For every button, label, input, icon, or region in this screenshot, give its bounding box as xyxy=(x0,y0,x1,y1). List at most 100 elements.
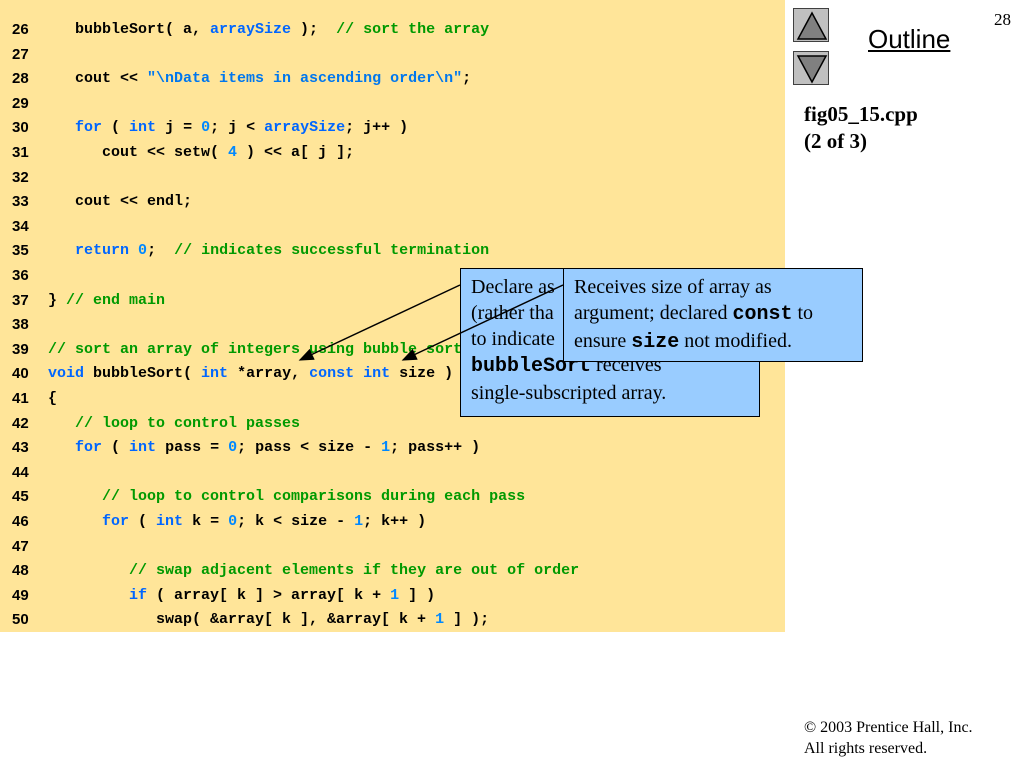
code-token: ; j < xyxy=(210,119,265,137)
code-token: 0 xyxy=(138,242,148,260)
code-token: arraySize xyxy=(264,119,346,137)
code-token: int xyxy=(201,365,229,383)
file-part: (2 of 3) xyxy=(804,129,867,153)
line-number: 48 xyxy=(12,562,29,580)
outline-link[interactable]: Outline xyxy=(868,24,951,54)
line-number: 35 xyxy=(12,242,29,260)
line-number: 40 xyxy=(12,365,29,383)
line-number: 36 xyxy=(12,267,29,284)
code-token: ( xyxy=(129,513,157,530)
code-text: // swap adjacent elements if they are ou… xyxy=(48,559,579,584)
copyright: © 2003 Prentice Hall, Inc. All rights re… xyxy=(804,717,973,759)
arrow-to-array-param xyxy=(298,284,461,361)
code-token: for xyxy=(75,439,103,457)
line-number: 41 xyxy=(12,390,29,407)
code-token: cout << xyxy=(48,70,148,88)
callout-code: const xyxy=(732,303,793,326)
code-line: 27 xyxy=(0,43,785,68)
line-number: 39 xyxy=(12,340,29,358)
code-token: } xyxy=(48,291,67,309)
code-token: bubbleSort( a, xyxy=(48,21,211,38)
code-token: k = xyxy=(183,513,229,530)
callout-const-size: Receives size of array as argument; decl… xyxy=(563,268,863,362)
line-number: 42 xyxy=(12,414,29,432)
code-text: return 0; // indicates successful termin… xyxy=(48,239,489,264)
code-token: int xyxy=(156,513,184,530)
code-token: ) << a[ j ]; xyxy=(237,144,355,161)
code-token: // end main xyxy=(66,291,166,309)
line-number: 30 xyxy=(12,119,29,137)
code-token: ; pass++ ) xyxy=(390,439,481,457)
code-token: ; pass < size - xyxy=(237,439,382,457)
code-line: 47 xyxy=(0,535,785,560)
code-token: size ) xyxy=(390,365,454,383)
line-number: 44 xyxy=(12,463,29,481)
line-number: 46 xyxy=(12,513,29,530)
code-line: 49 if ( array[ k ] > array[ k + 1 ] ) xyxy=(0,584,785,609)
code-line: 44 xyxy=(0,461,785,486)
line-number: 43 xyxy=(12,439,29,457)
code-token: 1 xyxy=(354,513,364,530)
code-line: 48 // swap adjacent elements if they are… xyxy=(0,559,785,584)
code-token: 0 xyxy=(201,119,211,137)
code-token: int xyxy=(363,365,391,383)
page-number: 28 xyxy=(994,10,1011,29)
line-number: 50 xyxy=(12,611,29,629)
callout-line: to indicate xyxy=(471,328,555,350)
code-text: cout << setw( 4 ) << a[ j ]; xyxy=(48,141,354,166)
code-token: ; k++ ) xyxy=(363,513,427,530)
code-text: for ( int j = 0; j < arraySize; j++ ) xyxy=(48,116,408,141)
line-number: 29 xyxy=(12,94,29,112)
line-number: 32 xyxy=(12,168,29,186)
code-token: 1 xyxy=(390,586,400,604)
code-token: // swap adjacent elements if they are ou… xyxy=(129,562,580,580)
callout-code: bubbleSort xyxy=(471,355,592,378)
code-token: arraySize xyxy=(210,21,292,38)
code-line: 28 cout << "\nData items in ascending or… xyxy=(0,67,785,92)
code-token: j = xyxy=(156,119,202,137)
code-token: int xyxy=(129,119,157,137)
callout-line: single-subscripted array. xyxy=(471,382,667,404)
line-number: 34 xyxy=(12,217,29,235)
code-text: { xyxy=(48,387,57,412)
line-number: 28 xyxy=(12,70,29,88)
line-number: 37 xyxy=(12,291,29,309)
code-token: ); xyxy=(291,21,337,38)
code-token: swap( &array[ k ], &array[ k + xyxy=(48,611,436,629)
code-line: 46 for ( int k = 0; k < size - 1; k++ ) xyxy=(0,510,785,535)
code-token: 1 xyxy=(381,439,391,457)
code-token: return xyxy=(75,242,130,260)
code-token: 0 xyxy=(228,513,238,530)
code-token: bubbleSort( xyxy=(84,365,202,383)
line-number: 49 xyxy=(12,586,29,604)
code-text: cout << endl; xyxy=(48,190,192,215)
callout-text: not modified. xyxy=(679,330,792,352)
code-token: pass = xyxy=(156,439,229,457)
copyright-line: All rights reserved. xyxy=(804,740,928,757)
code-token: // indicates successful termination xyxy=(174,242,490,260)
code-line: 38 xyxy=(0,313,785,338)
code-text: // loop to control comparisons during ea… xyxy=(48,485,525,510)
code-line: 43 for ( int pass = 0; pass < size - 1; … xyxy=(0,436,785,461)
callout-line: argument; declared const to xyxy=(574,300,852,328)
previous-slide-button[interactable] xyxy=(793,8,829,42)
callout-line: Declare as xyxy=(471,276,555,298)
next-slide-button[interactable] xyxy=(793,51,829,85)
arrow-to-const-size xyxy=(401,284,564,361)
code-line: 34 xyxy=(0,215,785,240)
code-line: 29 xyxy=(0,92,785,117)
code-line: 42 // loop to control passes xyxy=(0,412,785,437)
code-token: "\nData items in ascending order\n" xyxy=(147,70,463,88)
code-line: 41 { xyxy=(0,387,785,412)
code-line: 33 cout << endl; xyxy=(0,190,785,215)
code-token: 1 xyxy=(435,611,445,629)
code-line: 37} // end main xyxy=(0,289,785,314)
code-token: ( xyxy=(102,439,130,457)
code-text: // loop to control passes xyxy=(48,412,300,437)
code-token: for xyxy=(75,119,103,137)
code-token: for xyxy=(102,513,130,530)
code-line: 45 // loop to control comparisons during… xyxy=(0,485,785,510)
code-token: if xyxy=(129,586,148,604)
